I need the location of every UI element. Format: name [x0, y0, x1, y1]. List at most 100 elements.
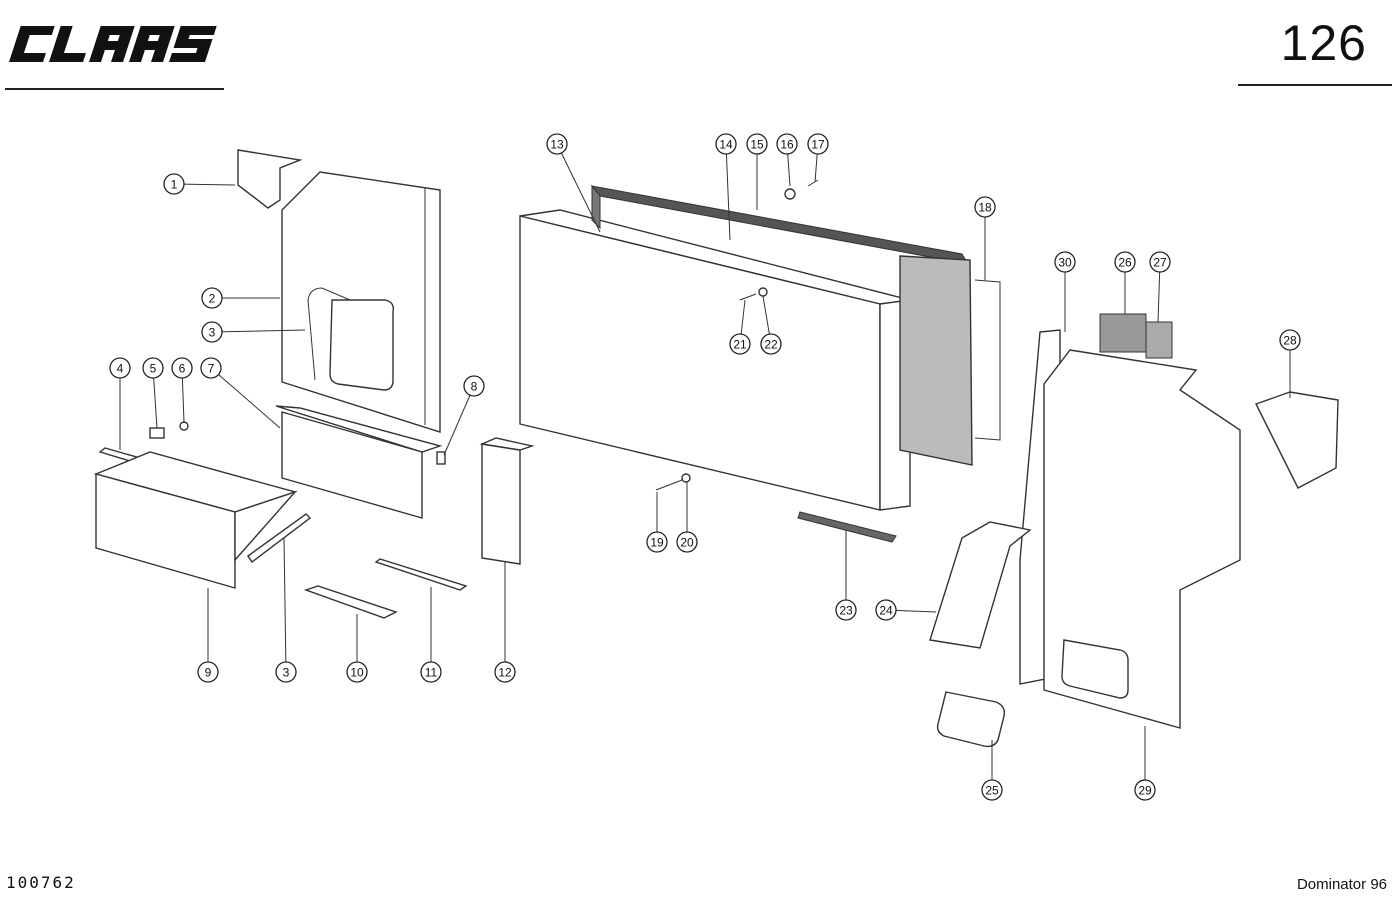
callout-label: 19 [650, 536, 664, 550]
callout-circle [835, 599, 857, 621]
part-10-strip [303, 585, 398, 619]
callout-label: 29 [1138, 784, 1152, 798]
callout-29: 29 [1134, 779, 1156, 801]
model-name: Dominator 96 [1296, 876, 1387, 893]
callout-label: 3 [209, 326, 216, 340]
callout-label: 15 [750, 138, 764, 152]
callout-28: 28 [1279, 329, 1301, 351]
callout-label: 10 [350, 666, 364, 680]
part-7-tray [275, 405, 443, 519]
callout-circle [494, 661, 516, 683]
callout-label: 1 [171, 178, 178, 192]
callout-label: 18 [978, 201, 992, 215]
callout-22: 22 [760, 333, 782, 355]
callout-label: 26 [1118, 256, 1132, 270]
callout-leader-13 [556, 143, 601, 233]
callout-label: 7 [208, 362, 215, 376]
callout-26: 26 [1114, 251, 1136, 273]
callout-circle [171, 357, 193, 379]
callout-16: 16 [776, 133, 798, 155]
callout-circle [275, 661, 297, 683]
callout-circle [676, 531, 698, 553]
callout-circle [201, 287, 223, 309]
callout-5: 5 [142, 357, 164, 379]
part-23-strip [797, 511, 897, 543]
callout-3: 3 [201, 321, 223, 343]
drawing-id: 100762 [6, 873, 76, 892]
callout-circle [875, 599, 897, 621]
part-28-bracket [1255, 391, 1339, 489]
callout-21: 21 [729, 333, 751, 355]
callout-circle [109, 357, 131, 379]
callout-label: 28 [1283, 334, 1297, 348]
callout-label: 27 [1153, 256, 1167, 270]
callout-12: 12 [494, 661, 516, 683]
callout-27: 27 [1149, 251, 1171, 273]
callout-leaders [119, 143, 1291, 790]
page-number-underline [1238, 84, 1392, 86]
callout-10: 10 [346, 661, 368, 683]
callout-6: 6 [171, 357, 193, 379]
callout-label: 5 [150, 362, 157, 376]
callout-25: 25 [981, 779, 1003, 801]
part-27-foam-block [1145, 321, 1173, 359]
callout-19: 19 [646, 531, 668, 553]
part-3-lower-strip [247, 513, 312, 564]
callout-leader-3 [283, 537, 287, 673]
callout-circle [142, 357, 164, 379]
callout-circle [1134, 779, 1156, 801]
callout-4: 4 [109, 357, 131, 379]
callout-label: 4 [117, 362, 124, 376]
callout-circle [201, 321, 223, 343]
claas-logo [8, 22, 233, 71]
part-1-bracket [237, 149, 303, 209]
callout-circle [715, 133, 737, 155]
callout-label: 3 [283, 666, 290, 680]
part-25-handle [936, 691, 1006, 748]
callout-circle [420, 661, 442, 683]
callout-circle [163, 173, 185, 195]
callout-label: 14 [719, 138, 733, 152]
part-29-side-cover [1043, 349, 1241, 729]
callout-circle [1114, 251, 1136, 273]
callout-circle [346, 661, 368, 683]
claas-logo-mark [9, 26, 217, 62]
callout-circle [1054, 251, 1076, 273]
callout-circle [197, 661, 219, 683]
callout-label: 12 [498, 666, 512, 680]
callout-14: 14 [715, 133, 737, 155]
callout-3: 3 [275, 661, 297, 683]
callout-2: 2 [201, 287, 223, 309]
callout-label: 9 [205, 666, 212, 680]
callout-18: 18 [974, 196, 996, 218]
callout-label: 20 [680, 536, 694, 550]
callout-circle [200, 357, 222, 379]
callout-leader-3 [211, 329, 306, 333]
callout-circle [463, 375, 485, 397]
callout-label: 8 [471, 380, 478, 394]
callout-leader-14 [725, 143, 731, 241]
part-11-strip [374, 558, 468, 591]
callout-label: 22 [764, 338, 778, 352]
part-12-plate [479, 437, 535, 565]
callout-13: 13 [546, 133, 568, 155]
callout-24: 24 [875, 599, 897, 621]
callout-leader-7 [210, 367, 281, 429]
part-13-front-panel [519, 209, 911, 511]
logo-underline [5, 88, 224, 90]
callout-label: 16 [780, 138, 794, 152]
callout-circle [729, 333, 751, 355]
callout-label: 13 [550, 138, 564, 152]
callout-label: 30 [1058, 256, 1072, 270]
callout-label: 21 [733, 338, 747, 352]
page-number: 126 [1280, 15, 1367, 71]
callout-30: 30 [1054, 251, 1076, 273]
callout-circle [807, 133, 829, 155]
callout-label: 24 [879, 604, 893, 618]
part-9-box [93, 451, 298, 589]
callout-label: 25 [985, 784, 999, 798]
part-26-foam-block [1099, 313, 1147, 353]
callout-9: 9 [197, 661, 219, 683]
part-24-guide [929, 521, 1032, 649]
